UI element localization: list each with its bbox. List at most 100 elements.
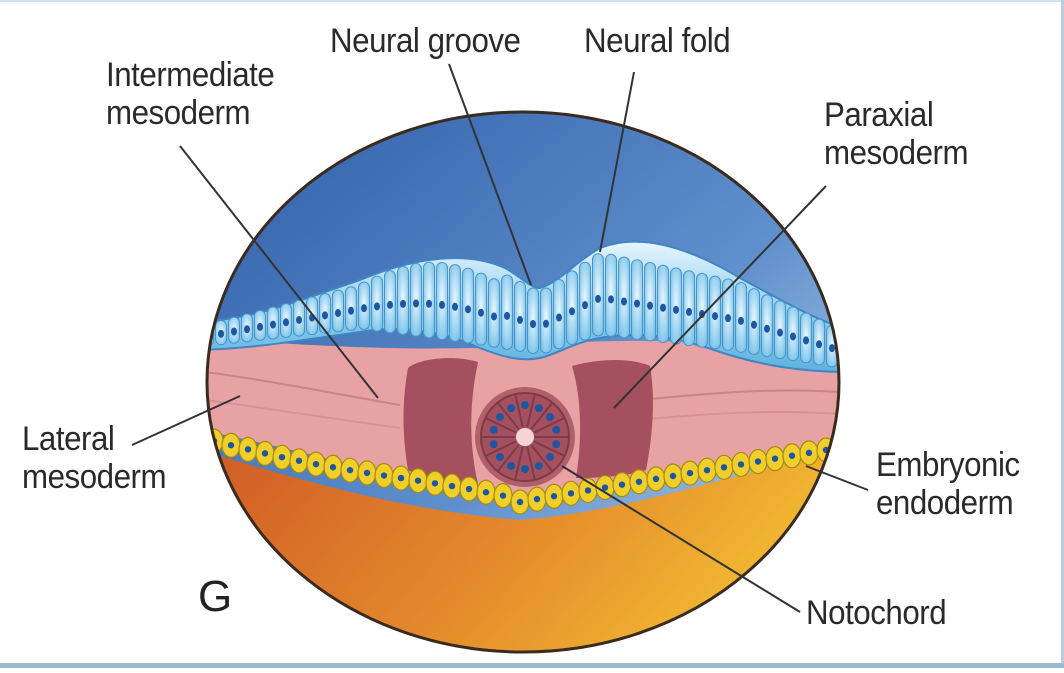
ectoderm-nucleus bbox=[387, 300, 393, 309]
notochord-cell-wall bbox=[514, 393, 524, 428]
ectoderm-nucleus bbox=[452, 302, 458, 311]
endoderm-nucleus bbox=[737, 461, 745, 468]
ectoderm-nucleus bbox=[751, 320, 757, 329]
somite-right bbox=[572, 360, 653, 478]
endoderm-nucleus bbox=[788, 452, 796, 459]
ectoderm-nucleus bbox=[556, 313, 562, 322]
endoderm-nucleus bbox=[346, 466, 354, 474]
ectoderm-nucleus bbox=[439, 300, 445, 309]
notochord-nucleus bbox=[521, 401, 529, 409]
label-endoderm-line1: Embryonic bbox=[876, 446, 1020, 484]
ectoderm-nucleus bbox=[322, 311, 328, 320]
notochord-cell-wall bbox=[496, 401, 520, 430]
somite-left bbox=[403, 358, 478, 484]
endoderm-nucleus bbox=[601, 484, 609, 491]
notochord-cell-wall bbox=[533, 417, 566, 434]
ectoderm-nucleus bbox=[673, 305, 679, 314]
notochord-cell-wall bbox=[533, 440, 566, 457]
ectoderm-nucleus bbox=[530, 320, 536, 329]
endoderm-nucleus bbox=[805, 449, 813, 457]
label-paraxial-mesoderm: Paraxial mesoderm bbox=[824, 96, 969, 172]
ectoderm-nucleus bbox=[829, 344, 835, 353]
notochord-nucleus bbox=[546, 413, 555, 422]
ectoderm-nucleus bbox=[257, 322, 263, 331]
endoderm-nucleus bbox=[397, 474, 405, 482]
notochord-cell-wall bbox=[484, 417, 517, 434]
frame-bottom-edge bbox=[0, 663, 1064, 668]
label-neural-fold: Neural fold bbox=[584, 22, 731, 60]
notochord-cell-wall bbox=[530, 401, 554, 430]
ectoderm-cell bbox=[618, 256, 630, 339]
leader-notochord bbox=[561, 465, 801, 613]
ectoderm-nucleus bbox=[491, 312, 497, 321]
ectoderm-cell bbox=[840, 331, 851, 369]
ectoderm-nucleus bbox=[478, 308, 484, 317]
endoderm-nucleus bbox=[720, 464, 728, 471]
notochord-nucleus bbox=[507, 461, 516, 470]
endoderm-nucleus bbox=[295, 457, 303, 464]
endoderm-nucleus bbox=[380, 472, 388, 479]
mesoderm-inner-line-2 bbox=[207, 399, 839, 429]
endoderm-nucleus bbox=[703, 467, 711, 474]
notochord-nucleus bbox=[552, 425, 561, 434]
label-neural-groove: Neural groove bbox=[330, 22, 521, 60]
endoderm-nucleus bbox=[261, 450, 269, 457]
embryonic-endoderm-layer bbox=[207, 428, 839, 515]
endoderm-nucleus bbox=[465, 485, 473, 493]
endoderm-nucleus bbox=[227, 442, 235, 449]
leader-embryonic-endoderm bbox=[805, 465, 869, 491]
endoderm-nucleus bbox=[771, 455, 779, 462]
endoderm-nucleus bbox=[448, 482, 456, 490]
ectoderm-nucleus bbox=[738, 316, 744, 325]
ectoderm-nucleus bbox=[816, 340, 822, 349]
ectoderm-nucleus bbox=[595, 294, 601, 303]
label-lateral-line1: Lateral bbox=[22, 420, 115, 458]
label-neural-fold-text: Neural fold bbox=[584, 22, 731, 60]
leader-paraxial-mesoderm bbox=[613, 185, 827, 409]
ectoderm-nucleus bbox=[842, 348, 848, 356]
ectoderm-nucleus bbox=[400, 299, 406, 308]
endoderm-nucleus bbox=[567, 490, 575, 497]
endoderm-nucleus bbox=[499, 492, 507, 499]
endoderm-nucleus bbox=[329, 464, 337, 471]
label-notochord: Notochord bbox=[806, 594, 947, 632]
notochord-nucleus bbox=[489, 440, 498, 449]
label-intermediate-line2: mesoderm bbox=[106, 94, 251, 132]
notochord-nucleus bbox=[552, 440, 561, 449]
ectoderm-nucleus bbox=[621, 297, 627, 306]
notochord-nucleus bbox=[534, 461, 543, 470]
endoderm-nucleus bbox=[431, 480, 439, 487]
leader-lateral-mesoderm bbox=[131, 395, 241, 446]
ectoderm-nucleus bbox=[686, 307, 692, 316]
endoderm-nucleus bbox=[669, 472, 677, 480]
ectoderm-nucleus bbox=[634, 299, 640, 308]
ectoderm-nucleus bbox=[335, 309, 341, 318]
ectoderm-nucleus bbox=[582, 301, 588, 310]
notochord-cell-wall bbox=[526, 446, 536, 481]
ectoderm-nucleus bbox=[764, 324, 770, 333]
label-intermediate-line1: Intermediate bbox=[106, 56, 275, 94]
endoderm-nucleus bbox=[686, 469, 694, 477]
frame-top-edge bbox=[0, 0, 1064, 2]
label-endoderm-line2: endoderm bbox=[876, 484, 1014, 522]
ectoderm-nucleus bbox=[803, 336, 809, 345]
ectoderm-nucleus bbox=[361, 304, 367, 313]
ectoderm-nucleus bbox=[647, 301, 653, 310]
notochord-cell-wall bbox=[526, 393, 536, 428]
label-embryonic-endoderm: Embryonic endoderm bbox=[876, 446, 1020, 522]
leader-lines bbox=[131, 63, 869, 613]
leader-intermediate-mesoderm bbox=[179, 145, 379, 399]
notochord-nucleus bbox=[495, 413, 504, 422]
notochord-cell-wall bbox=[514, 446, 524, 481]
label-paraxial-line2: mesoderm bbox=[824, 134, 969, 172]
endoderm-nucleus bbox=[414, 477, 422, 484]
ectoderm-nucleus bbox=[608, 295, 614, 304]
ectoderm-nucleus bbox=[569, 307, 575, 316]
endoderm-nucleus bbox=[516, 498, 524, 506]
ectoderm-nucleus bbox=[426, 299, 432, 308]
chorionic-outline bbox=[205, 110, 841, 654]
ectoderm-cell bbox=[592, 253, 604, 337]
label-lateral-mesoderm: Lateral mesoderm bbox=[22, 420, 167, 496]
